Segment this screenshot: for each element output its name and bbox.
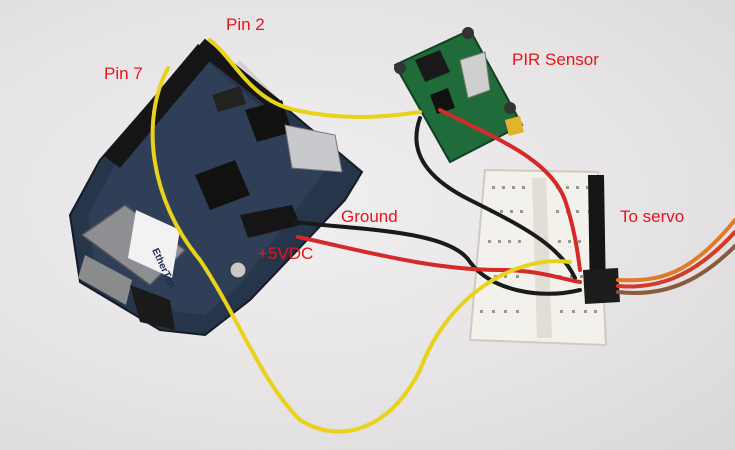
pir-sensor-board [393, 27, 524, 164]
label-ground: Ground [341, 207, 398, 226]
label-pin-7: Pin 7 [104, 64, 143, 83]
servo-wires [616, 218, 735, 295]
etherten-board: EtherTen [68, 38, 364, 337]
label-pir-sensor: PIR Sensor [512, 50, 599, 69]
etherten-label [128, 210, 180, 278]
breadboard [468, 168, 620, 347]
jumper-wires [150, 38, 582, 434]
label-to-servo: To servo [620, 207, 685, 226]
label-5vdc: +5VDC [258, 244, 314, 263]
label-pin-2: Pin 2 [226, 15, 265, 34]
